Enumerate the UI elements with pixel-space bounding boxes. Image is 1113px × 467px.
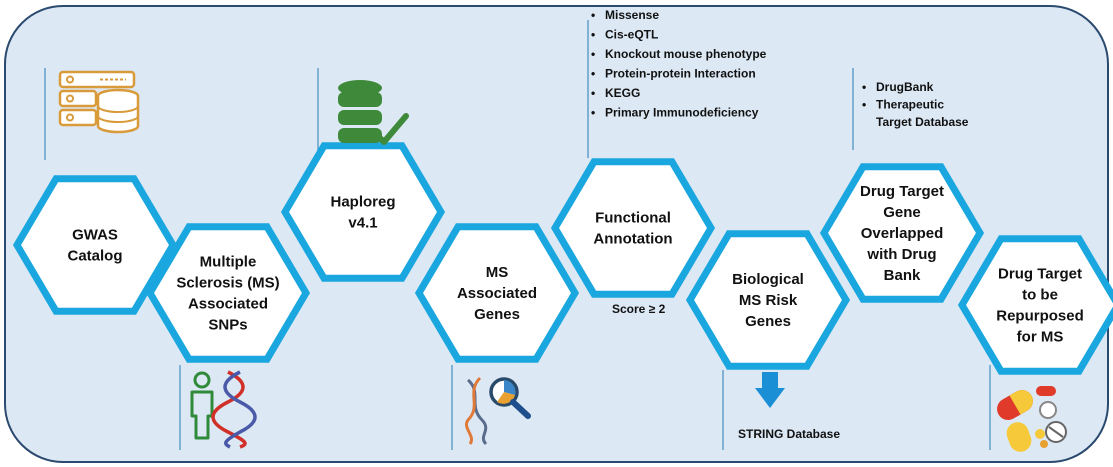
hexagon-shape [685, 230, 851, 370]
pills-icon [997, 386, 1067, 452]
list-item: Target Database [876, 115, 969, 129]
hexagon-label-line: Catalog [67, 248, 122, 265]
bullet-marker: • [591, 28, 595, 42]
hexagon-haploreg: Haploreg v4.1 [280, 142, 446, 282]
score-label: Score ≥ 2 [612, 302, 666, 316]
hexagon-label-line: Drug Target [998, 266, 1082, 283]
hexagon-label-line: Repurposed [996, 308, 1084, 325]
list-item: Cis-eQTL [605, 28, 658, 42]
hexagon-label-line: MS [486, 264, 509, 281]
arrow-down-icon [755, 372, 785, 408]
hexagon-label-line: Associated [188, 296, 268, 313]
hexagon-shape [819, 163, 985, 303]
bullet-marker: • [591, 106, 595, 120]
bullet-marker: • [591, 86, 595, 100]
hexagon-repurposed: Drug Target to be Repurposed for MS [957, 235, 1113, 375]
database-check-icon [338, 80, 409, 145]
bullet-marker: • [591, 67, 595, 81]
hexagon-label-line: SNPs [208, 317, 247, 334]
hexagon-label-line: with Drug [866, 246, 936, 263]
dna-magnifier-icon [465, 376, 531, 446]
hexagon-label-line: Haploreg [330, 194, 395, 211]
hexagon-label-line: MS Risk [739, 292, 798, 309]
hexagon-shape [414, 223, 580, 363]
hexagon-shape [550, 158, 716, 298]
hexagon-shape [12, 175, 178, 315]
list-item: DrugBank [876, 80, 934, 94]
list-item: Primary Immunodeficiency [605, 106, 759, 120]
list-item: Missense [605, 8, 659, 22]
hexagon-label-line: Annotation [593, 231, 672, 248]
database-server-icon [58, 70, 140, 134]
hexagon-label-line: Functional [595, 210, 671, 227]
annotation-criteria-list: • Missense • Cis-eQTL • Knockout mouse phenot… [591, 8, 767, 120]
list-item: Therapeutic [876, 98, 944, 112]
hexagon-label-line: Biological [732, 271, 804, 288]
hexagon-gwas: GWAS Catalog [12, 175, 178, 315]
hexagon-label-line: Bank [884, 267, 921, 284]
hexagon-label-line: Multiple [200, 254, 257, 271]
hexagon-label-line: Associated [457, 285, 537, 302]
bullet-marker: • [862, 80, 866, 94]
hexagon-label-line: Sclerosis (MS) [176, 275, 279, 292]
hexagon-label-line: Genes [745, 313, 791, 330]
bullet-marker: • [591, 47, 595, 61]
connector-lines [44, 20, 991, 450]
list-item: KEGG [605, 86, 640, 100]
bullet-marker: • [862, 98, 866, 112]
bullet-marker: • [591, 8, 595, 22]
hexagon-label-line: v4.1 [348, 215, 377, 232]
hexagon-label-line: for MS [1017, 329, 1064, 346]
hexagon-label-line: Gene [883, 204, 921, 221]
hexagon-shape [957, 235, 1113, 375]
hexagon-shape [145, 223, 311, 363]
list-item: Protein-protein Interaction [605, 67, 756, 81]
hexagon-label-line: Overlapped [861, 225, 944, 242]
human-dna-icon [190, 370, 257, 449]
hexagon-label-line: Genes [474, 306, 520, 323]
hexagon-shape [280, 142, 446, 282]
string-database-label: STRING Database [738, 427, 840, 441]
hexagon-label-line: to be [1022, 287, 1058, 304]
hexagon-label-line: GWAS [72, 227, 118, 244]
list-item: Knockout mouse phenotype [605, 47, 767, 61]
hexagon-label-line: Drug Target [860, 183, 944, 200]
